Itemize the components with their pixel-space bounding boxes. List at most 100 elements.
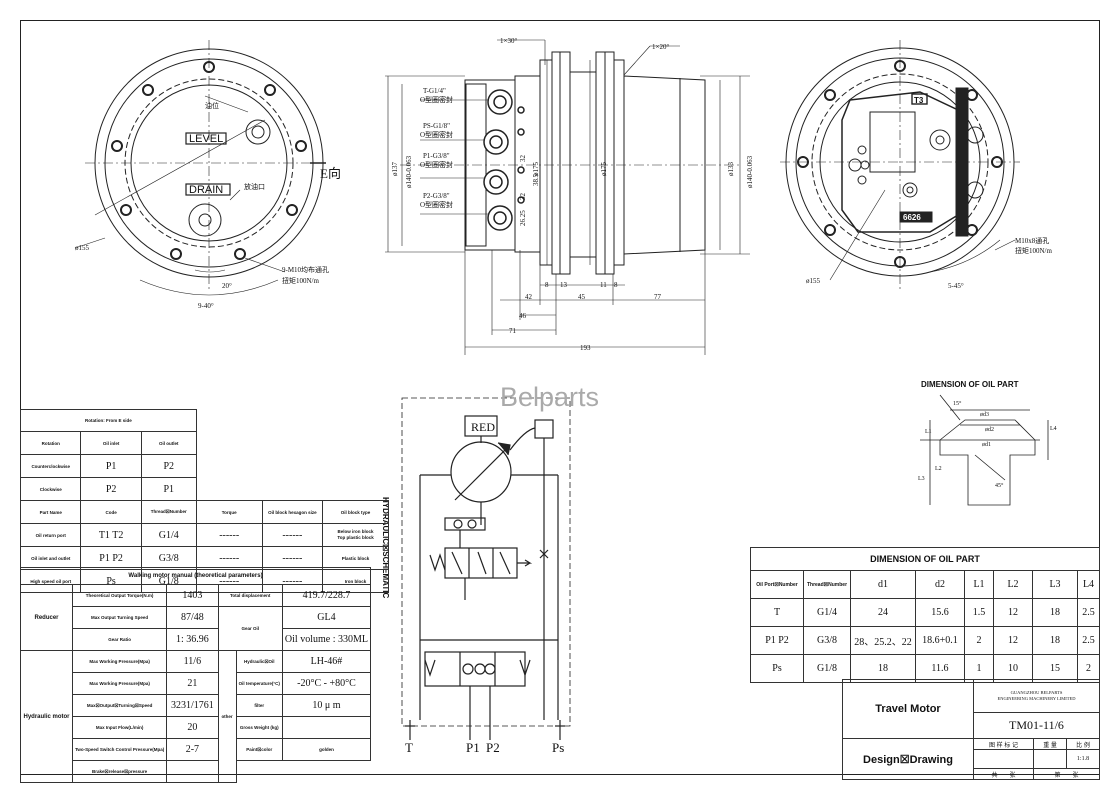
oil-lbl-d2: ød2 [985, 427, 994, 433]
dim-32b: 32 [519, 193, 527, 201]
oil-level-note: 油位 [205, 101, 219, 110]
m-v-3: 11/6 [166, 650, 219, 673]
oil-hdr-3: d2 [915, 570, 965, 599]
m-k-0: Theoretical Output Torque(N.m) [72, 584, 168, 607]
port-T: T [405, 740, 413, 755]
port-p2: P2-G3/8" [423, 192, 450, 200]
port-Ps: Ps [552, 740, 564, 755]
level-label: LEVEL [189, 133, 223, 145]
design-drawing-label: Design☒Drawing [842, 738, 974, 780]
part-hdr-5: Oil block type [322, 500, 389, 524]
oil-lbl-L1: L1 [925, 429, 932, 435]
drain-label: DRAIN [189, 184, 223, 196]
dim-45: 45 [578, 293, 586, 301]
m-v2-4: -20°C - +80°C [281, 672, 372, 695]
oil-r1-2: 28、25.2、22 [850, 626, 916, 655]
oil-lbl-L4: L4 [1050, 426, 1057, 432]
oil-r1-5: 12 [993, 626, 1033, 655]
m-v2-3: LH-46# [281, 650, 372, 673]
rot-hdr-1: Oil inlet [80, 431, 142, 455]
part-hdr-1: Code [80, 500, 142, 524]
part-hdr-0: Part Name [19, 500, 82, 524]
m-v-7: 2-7 [166, 738, 219, 761]
footer-3: 张 [1072, 772, 1079, 779]
col-weight: 重 量 [1033, 738, 1067, 750]
oil-hdr-4: L1 [964, 570, 994, 599]
left-dia-label: ø155 [75, 244, 90, 252]
reducer-label: Reducer [19, 584, 74, 651]
drawing-frame [20, 20, 1100, 775]
m-k-2: Gear Ratio [72, 628, 168, 651]
port-ps-seal: O型圈密封 [420, 130, 453, 139]
company-line-2: ENGINEERING MACHINERY LIMITED [997, 695, 1076, 701]
footer-0: 共 [991, 772, 998, 779]
part-0-code: T1 T2 [80, 523, 142, 547]
dia-137: ø137 [391, 162, 399, 177]
right-dia-label: ø155 [806, 277, 821, 285]
m-v2-0: 419.7/228.7 [281, 584, 372, 607]
port-P2: P2 [486, 740, 500, 755]
part-hdr-4: Oil block hexagon size [261, 500, 324, 524]
port-p2-seal: O型圈密封 [420, 200, 453, 209]
watermark: Belparts [500, 382, 600, 412]
dia-140a: ø140-0.063 [405, 155, 413, 188]
oil-table-title: DIMENSION OF OIL PART [750, 547, 1100, 571]
dim-11: 11 [600, 281, 607, 289]
oil-r2-6: 15 [1032, 654, 1078, 683]
oil-r0-4: 1.5 [964, 598, 994, 627]
holes-note: 9-M10均布通孔 [282, 265, 329, 274]
part-1-thread: G3/8 [140, 546, 197, 570]
m-k2-0: Total displacement [217, 584, 283, 607]
hydraulic-label: Hydraulic motor [19, 650, 74, 783]
oil-r0-5: 12 [993, 598, 1033, 627]
oil-lbl-d1: ød1 [982, 442, 991, 448]
part-1-torque: ------ [195, 546, 263, 570]
oil-r0-6: 18 [1032, 598, 1078, 627]
part-0-type: Below iron block Top plastic block [322, 523, 389, 547]
footer-2: 第 [1054, 772, 1061, 779]
dim-13: 13 [560, 281, 568, 289]
scale-value: 1:1.8 [1066, 749, 1100, 769]
port-t-seal: O型圈密封 [420, 95, 453, 104]
oil-lbl-d3: ød3 [980, 412, 989, 418]
m-k-6: Max Input Flow(L/min) [72, 716, 168, 739]
title-block: Travel Motor GUANGZHOU BELPARTS ENGINEER… [842, 679, 1100, 780]
m-k2-3: Hydraulic☒Oil [235, 650, 283, 673]
oil-lbl-L2: L2 [935, 466, 942, 472]
m-v-4: 21 [166, 672, 219, 695]
oil-dim-drawing-title: DIMENSION OF OIL PART [921, 380, 1019, 389]
drawing-number: TM01-11/6 [973, 711, 1100, 740]
oil-r1-1: G3/8 [803, 626, 851, 655]
right-torque-note: 扭矩100N/m [1015, 246, 1053, 255]
angle-9x40: 9-40° [198, 302, 214, 310]
manual-title: Walking motor manual (theoretical parame… [20, 567, 371, 585]
oil-hdr-0: Oil Port☒Number [750, 570, 804, 599]
dim-8: 8 [545, 281, 549, 289]
m-k2-1: Gear Oil [217, 606, 283, 651]
red-label: RED [471, 420, 495, 434]
oil-lbl-L3: L3 [918, 476, 925, 482]
footer-1: 张 [1009, 772, 1016, 779]
rot-row2-0: Clockwise [19, 477, 82, 501]
oil-hdr-5: L2 [993, 570, 1033, 599]
m-v2-6 [281, 716, 372, 739]
col-scale: 比 例 [1066, 738, 1100, 750]
dia-140b: ø140-0.063 [746, 155, 754, 188]
dim-32a: 32 [519, 155, 527, 163]
m-k-4: Max Working Pressure(Mpa) [72, 672, 168, 695]
part-0-thread: G1/4 [140, 523, 197, 547]
m-v-0: 1403 [166, 584, 219, 607]
oil-table: DIMENSION OF OIL PART Oil Port☒Number Th… [750, 547, 1100, 683]
oil-r0-7: 2.5 [1077, 598, 1100, 627]
e-direction: E向 [320, 166, 341, 181]
m-k-5: Max☒Output☒Turning☒Speed [72, 694, 168, 717]
right-end-view [780, 40, 1020, 290]
dia-175b: ø175 [600, 162, 608, 177]
code-mark: 6626 [903, 213, 921, 222]
m-k-8: Brake☒release☒pressure [72, 760, 168, 783]
oil-r1-4: 2 [964, 626, 994, 655]
dim-193: 193 [580, 344, 591, 352]
rotation-title: Rotation: From E side [20, 409, 197, 432]
part-hdr-2: Thread☒Number [140, 500, 197, 524]
oil-r0-0: T [750, 598, 804, 627]
